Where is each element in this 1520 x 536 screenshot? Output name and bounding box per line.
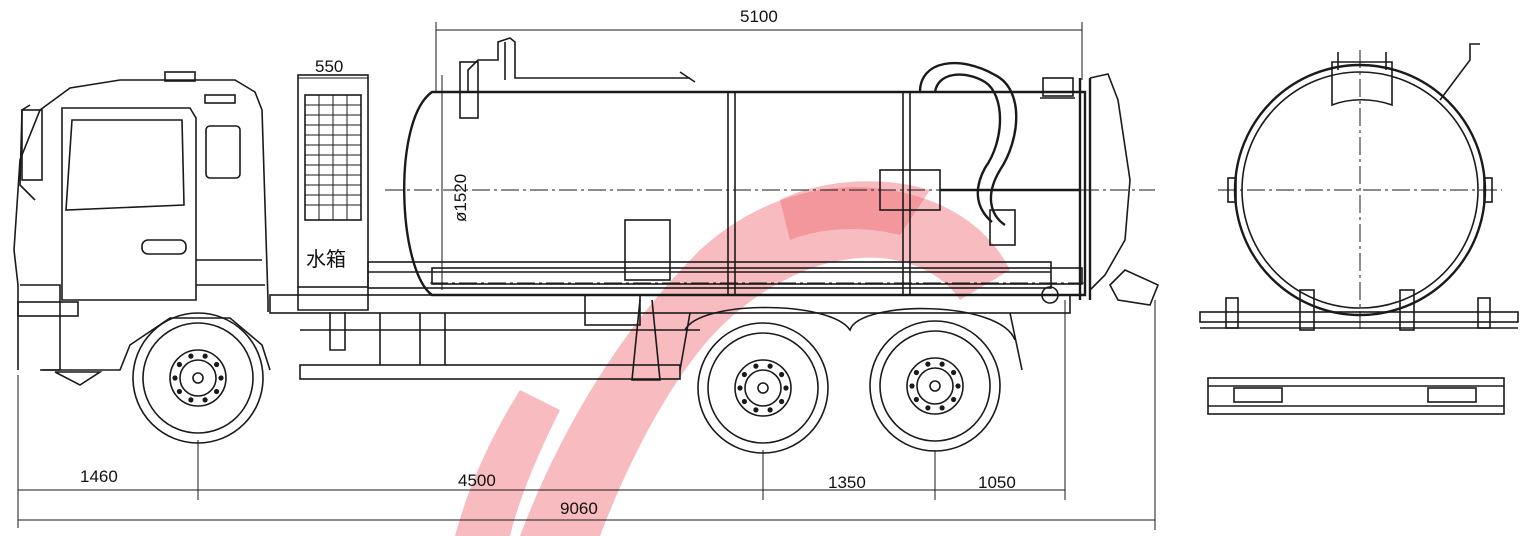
rear-fender xyxy=(684,306,1016,341)
wheel-bolt xyxy=(767,363,773,369)
wheel-bolt xyxy=(753,407,759,413)
vacuum-tank xyxy=(385,37,1160,306)
wheel-bolt xyxy=(176,388,182,395)
wheel-bolt xyxy=(218,375,224,381)
wheel-bolt xyxy=(909,383,915,389)
dim-tank-length: 5100 xyxy=(740,7,778,26)
wheel-bolt xyxy=(951,369,957,376)
wheel-bolt xyxy=(767,407,773,413)
truck-side-view: 水箱 xyxy=(13,37,1160,454)
wheel-bolt xyxy=(939,361,945,367)
wheel-bolt xyxy=(783,385,789,391)
wheel-bolt xyxy=(779,371,785,378)
wheel-bolt xyxy=(202,353,208,359)
dimension-lines: 5100 550 ø1520 1460 4500 1350 1050 9060 xyxy=(17,7,1156,530)
wheel-bolt xyxy=(741,398,748,405)
wheel-bolt xyxy=(741,371,748,378)
wheel-bolt xyxy=(925,405,931,411)
wheel-bolt xyxy=(753,363,759,369)
rear-wheel-2 xyxy=(869,320,1001,452)
wheel-bolt xyxy=(188,353,194,359)
dim-front-overhang: 1460 xyxy=(80,467,118,486)
wheel-bolt xyxy=(951,396,957,403)
dim-axle-spacing: 1350 xyxy=(828,473,866,492)
wheel-bolt xyxy=(202,397,208,403)
wheel-bolt xyxy=(188,397,194,403)
watermark-logo xyxy=(455,181,1010,536)
wheel-bolt xyxy=(176,361,182,368)
dim-tank-diameter: ø1520 xyxy=(451,174,470,222)
frame-plan-view xyxy=(1207,377,1505,415)
water-tank-box: 水箱 xyxy=(297,74,369,311)
sub-frame xyxy=(269,219,1085,381)
wheel-bolt xyxy=(779,398,785,405)
tank-end-view xyxy=(1199,43,1519,331)
dim-rear-overhang: 1050 xyxy=(978,473,1016,492)
wheel-bolt xyxy=(939,405,945,411)
water-tank-label: 水箱 xyxy=(306,247,346,271)
wheel-bolt xyxy=(214,361,220,368)
dim-radiator-width: 550 xyxy=(315,57,343,76)
wheel-bolt xyxy=(925,361,931,367)
wheel-bolt xyxy=(913,369,920,376)
wheel-bolt xyxy=(214,388,220,395)
wheel-bolt xyxy=(955,383,961,389)
dim-wheelbase: 4500 xyxy=(458,471,496,490)
cab xyxy=(13,71,271,386)
front-wheel xyxy=(132,312,264,444)
dim-overall-length: 9060 xyxy=(560,499,598,518)
wheel-bolts xyxy=(172,353,961,413)
rear-wheel-1 xyxy=(697,322,829,454)
wheel-bolt xyxy=(737,385,743,391)
wheel-bolt xyxy=(172,375,178,381)
wheel-bolt xyxy=(913,396,920,403)
